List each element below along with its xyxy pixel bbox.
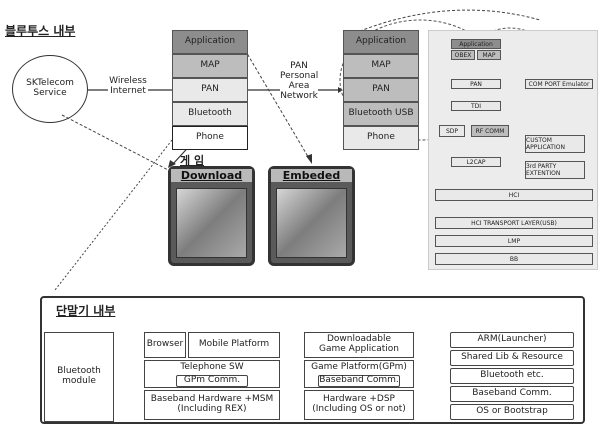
ps-sdp: SDP xyxy=(439,125,465,137)
game-title: 게 임 xyxy=(180,154,205,167)
shared-lib-box: Shared Lib & Resource xyxy=(450,350,574,366)
ps-lmp: LMP xyxy=(435,235,593,247)
ps-hci: HCI xyxy=(435,189,593,201)
ps-bb: BB xyxy=(435,253,593,265)
baseband-comm-mid-label: Baseband Comm. xyxy=(318,374,400,387)
bluetooth-module-label: Bluetooth module xyxy=(57,366,101,386)
handset-internal-title: 단말기 내부 xyxy=(56,304,116,318)
handset-internal-panel: 단말기 내부 Bluetooth module Browser Mobile P… xyxy=(40,296,585,424)
telephone-sw-label: Telephone SW xyxy=(180,362,244,372)
ps-pan: PAN xyxy=(451,79,501,89)
protocol-stack-panel: Application OBEX MAP PAN TDI COM PORT Em… xyxy=(428,30,598,270)
ps-obex: OBEX xyxy=(451,50,475,60)
ps-tdi: TDI xyxy=(451,101,501,111)
ps-l2cap: L2CAP xyxy=(451,157,501,167)
ps-application: Application xyxy=(451,39,501,49)
download-game-phone: Download xyxy=(168,166,255,266)
hardware-dsp-box: Hardware +DSP (Including OS or not) xyxy=(304,390,414,420)
bt-stack-pan: PAN xyxy=(343,78,419,102)
embedded-game-phone: Embeded xyxy=(268,166,355,266)
bt-stack-bluetooth-usb: Bluetooth USB xyxy=(343,102,419,126)
phone-stack-phone: Phone xyxy=(172,126,248,150)
bt-stack-application: Application xyxy=(343,30,419,54)
download-game-screen xyxy=(176,188,247,258)
phone-stack-bluetooth: Bluetooth xyxy=(172,102,248,126)
phone-stack-map: MAP xyxy=(172,54,248,78)
gpm-comm-label: GPm Comm. xyxy=(176,374,248,387)
ps-rfcomm: RF COMM xyxy=(471,125,509,137)
telephone-sw-box: Telephone SW GPm Comm. xyxy=(144,360,280,388)
downloadable-game-box: Downloadable Game Application xyxy=(304,332,414,358)
including-os-label: (Including OS or not) xyxy=(312,403,406,414)
bluetooth-usb-stack: Application MAP PAN Bluetooth USB Phone xyxy=(343,30,419,150)
arm-launcher-box: ARM(Launcher) xyxy=(450,332,574,348)
ps-custom-app: CUSTOM APPLICATION xyxy=(525,135,585,153)
baseband-hw-label: Baseband Hardware +MSM xyxy=(150,394,274,404)
phone-stack: Application MAP PAN Bluetooth Phone xyxy=(172,30,248,150)
download-label: Download xyxy=(171,169,252,182)
game-platform-box: Game Platform(GPm) Baseband Comm. xyxy=(304,360,414,388)
phone-stack-pan: PAN xyxy=(172,78,248,102)
bluetooth-internal-title: 블루투스 내부 xyxy=(5,24,76,38)
circle-line-2: Service xyxy=(33,88,67,98)
phone-stack-application: Application xyxy=(172,30,248,54)
os-bootstrap-box: OS or Bootstrap xyxy=(450,404,574,420)
dl-game-line-2: Game Application xyxy=(319,343,399,354)
ps-com-port: COM PORT Emulator xyxy=(525,79,593,89)
embeded-label: Embeded xyxy=(271,169,352,182)
hardware-dsp-label: Hardware +DSP xyxy=(323,394,395,404)
sktelecom-service-circle: SKTelecom Service xyxy=(12,55,88,123)
including-rex-label: (Including REX) xyxy=(177,403,247,414)
bt-stack-phone: Phone xyxy=(343,126,419,150)
ps-hci-transport: HCI TRANSPORT LAYER(USB) xyxy=(435,217,593,229)
game-platform-label: Game Platform(GPm) xyxy=(311,362,407,372)
bluetooth-etc-box: Bluetooth etc. xyxy=(450,368,574,384)
ps-map: MAP xyxy=(477,50,501,60)
ps-third-party: 3rd PARTY EXTENTION xyxy=(525,161,585,179)
embedded-game-screen xyxy=(276,188,347,258)
baseband-comm-box: Baseband Comm. xyxy=(450,386,574,402)
circle-line-1: SKTelecom xyxy=(26,78,74,89)
wireless-internet-label: Wireless Internet xyxy=(109,76,147,96)
bt-stack-map: MAP xyxy=(343,54,419,78)
baseband-hw-box: Baseband Hardware +MSM (Including REX) xyxy=(144,390,280,420)
pan-network-label: PAN Personal Area Network xyxy=(280,61,319,101)
dl-game-line-1: Downloadable xyxy=(326,334,391,344)
browser-box: Browser xyxy=(144,332,186,358)
mobile-platform-box: Mobile Platform xyxy=(188,332,280,358)
bluetooth-module-box: Bluetooth module xyxy=(44,332,114,422)
